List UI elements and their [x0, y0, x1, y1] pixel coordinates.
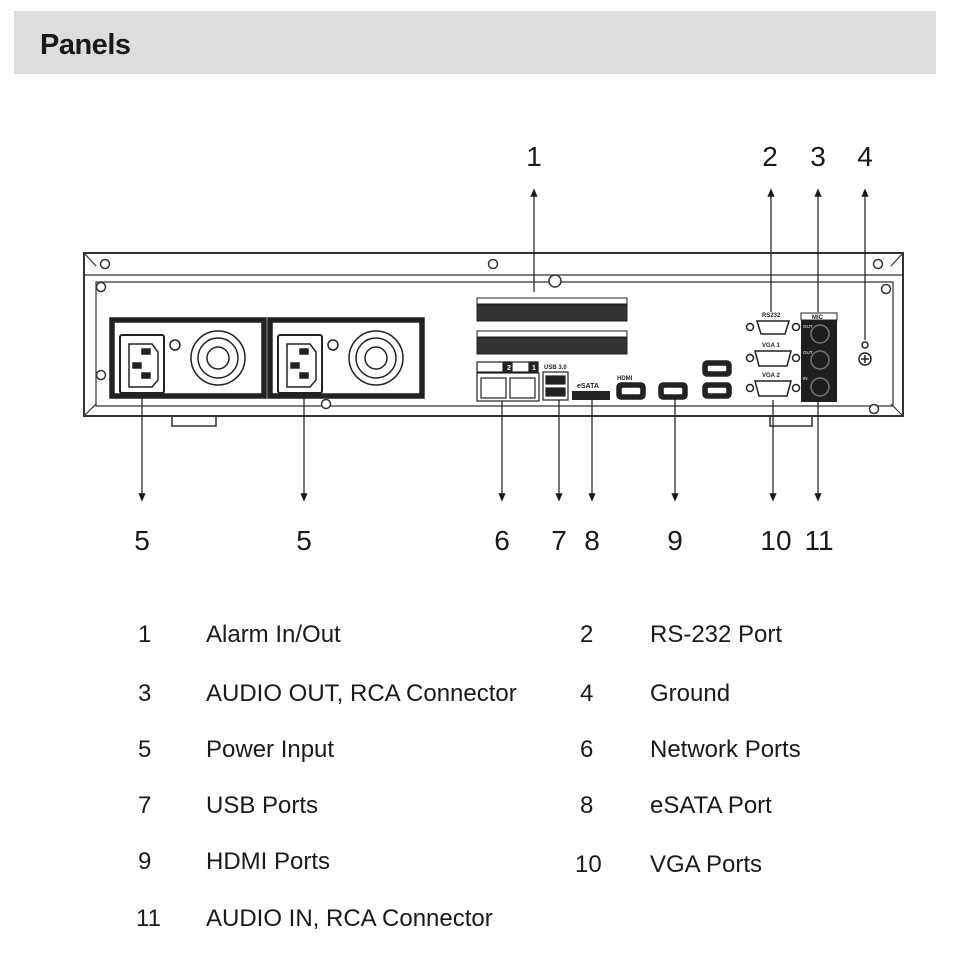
callout-5a: 5: [134, 525, 150, 556]
page-title: Panels: [40, 29, 131, 61]
callout-leaders: [138, 188, 869, 502]
legend-num: 1: [138, 621, 152, 648]
legend-num: 4: [580, 680, 594, 707]
legend-label: USB Ports: [206, 792, 319, 819]
audio-rca-block: [800, 312, 838, 402]
usb-label: USB 3.0: [544, 365, 567, 371]
network-ports: [476, 361, 540, 402]
screw-icons: [95, 258, 892, 415]
legend-num: 7: [138, 792, 152, 819]
legend-label: Ground: [650, 680, 731, 707]
callout-7: 7: [551, 525, 567, 556]
legend-label: Power Input: [206, 736, 335, 763]
legend-num: 10: [575, 851, 602, 878]
legend-label: Network Ports: [650, 736, 801, 763]
callout-3: 3: [810, 141, 826, 172]
section-header: Panels: [14, 11, 936, 74]
callout-5b: 5: [296, 525, 312, 556]
legend-label: AUDIO IN, RCA Connector: [206, 905, 493, 932]
lan-1-label: 1: [532, 365, 536, 372]
rs232-label: RS232: [762, 313, 781, 319]
out1-label: OUT: [803, 324, 813, 329]
ground-terminal: [858, 341, 872, 366]
callout-9: 9: [667, 525, 683, 556]
chassis: [83, 252, 904, 417]
vga2-label: VGA 2: [762, 373, 780, 379]
mic-label: MIC: [812, 315, 824, 321]
legend-num: 5: [138, 736, 152, 763]
callout-10: 10: [760, 525, 792, 556]
legend-label: Alarm In/Out: [206, 621, 341, 648]
rear-panel-diagram: 2 1 USB 3.0 eSATA HDMI RS232 VGA 1 VGA 2: [83, 188, 904, 502]
legend-label: RS-232 Port: [650, 621, 783, 648]
legend-num: 8: [580, 792, 594, 819]
callout-4: 4: [857, 141, 873, 172]
rs232-vga-ports: [745, 320, 801, 397]
out2-label: OUT: [803, 350, 813, 355]
legend-num: 2: [580, 621, 594, 648]
legend-num: 6: [580, 736, 594, 763]
lan-2-label: 2: [507, 365, 511, 372]
esata-label: eSATA: [577, 383, 599, 390]
legend-label: HDMI Ports: [206, 848, 331, 875]
callout-2: 2: [762, 141, 778, 172]
usb-ports: [542, 371, 569, 401]
legend-num: 3: [138, 680, 152, 707]
feet: [171, 416, 813, 427]
callout-1: 1: [526, 141, 542, 172]
alarm-terminal-blocks: [476, 297, 628, 355]
callout-8: 8: [584, 525, 600, 556]
legend-num: 9: [138, 848, 152, 875]
power-supply-2: [267, 317, 425, 399]
legend-label: AUDIO OUT, RCA Connector: [206, 680, 517, 707]
legend-num: 11: [136, 905, 161, 932]
legend-label: VGA Ports: [650, 851, 763, 878]
callout-6: 6: [494, 525, 510, 556]
legend-label: eSATA Port: [650, 792, 772, 819]
esata-port: [572, 391, 610, 400]
hdmi-label: HDMI: [617, 376, 633, 382]
hdmi-ports: [616, 360, 732, 400]
power-supply-1: [109, 317, 267, 399]
vga1-label: VGA 1: [762, 343, 780, 349]
callout-11: 11: [804, 525, 834, 556]
in-label: IN: [803, 376, 808, 381]
